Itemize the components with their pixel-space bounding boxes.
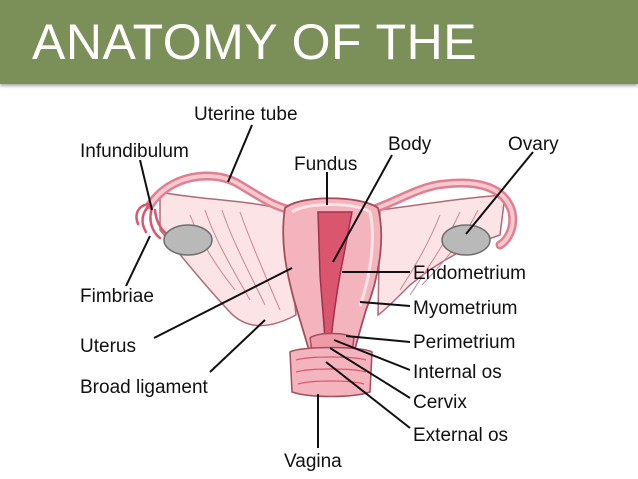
label-myometrium: Myometrium [413, 298, 518, 319]
leader-uterine-tube [227, 124, 253, 183]
leader-cervix [329, 347, 411, 399]
leader-fimbriae [125, 235, 151, 287]
label-internal-os: Internal os [413, 362, 502, 383]
label-cervix: Cervix [413, 392, 467, 413]
leader-perimetrium [345, 335, 411, 343]
diagram-labels: Uterine tube Infundibulum Fundus Body Ov… [80, 104, 559, 472]
label-uterine-tube: Uterine tube [194, 104, 298, 125]
label-endometrium: Endometrium [413, 263, 526, 284]
leader-body [332, 154, 393, 263]
leader-ovary [465, 151, 534, 235]
leader-broad-ligament [209, 319, 266, 373]
right-ovary [441, 224, 491, 256]
right-broad-ligament [377, 194, 506, 317]
label-uterus: Uterus [80, 336, 136, 357]
label-broad-ligament: Broad ligament [80, 377, 209, 398]
ligament-striations [189, 209, 479, 311]
slide-title: ANATOMY OF THE [32, 14, 478, 70]
leader-external-os [325, 361, 411, 429]
label-vagina: Vagina [284, 451, 342, 472]
label-external-os: External os [413, 425, 508, 446]
anatomy-illustration [135, 171, 518, 398]
label-ovary: Ovary [508, 134, 559, 155]
leader-internal-os [333, 339, 411, 371]
label-fimbriae: Fimbriae [80, 286, 154, 307]
leader-uterus [153, 267, 293, 339]
label-fundus: Fundus [294, 154, 357, 175]
title-bar: ANATOMY OF THE [0, 0, 638, 84]
label-infundibulum: Infundibulum [80, 141, 189, 162]
label-perimetrium: Perimetrium [413, 332, 515, 353]
left-ovary [163, 224, 213, 256]
vagina-shape [289, 346, 373, 398]
left-broad-ligament [159, 191, 297, 327]
leader-myometrium [359, 301, 411, 307]
leader-lines [125, 124, 534, 448]
label-body: Body [388, 134, 432, 155]
leader-infundibulum [139, 159, 153, 211]
